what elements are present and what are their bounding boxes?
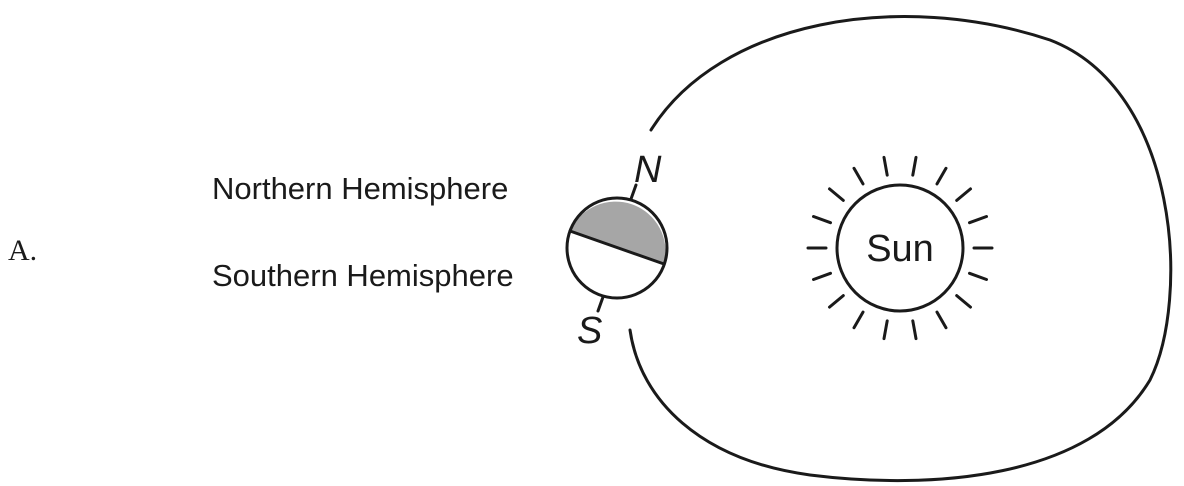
sun-ray <box>935 310 948 330</box>
south-pole-label: S <box>577 310 602 352</box>
earth-outline <box>565 196 669 300</box>
sun-ray <box>911 319 918 341</box>
orbit-path <box>628 15 1173 483</box>
sun-ray <box>812 215 832 225</box>
equator-line <box>568 229 666 266</box>
north-pole-label: N <box>634 149 662 191</box>
sun-ray <box>882 155 889 177</box>
sun-ray <box>828 187 845 202</box>
sun-ray <box>935 166 948 186</box>
sun-ray <box>955 294 972 309</box>
sun-ray <box>852 310 865 330</box>
sun-ray <box>968 215 988 225</box>
sun-ray <box>812 271 832 281</box>
sun-rays <box>806 155 994 341</box>
south-axis-stub <box>596 295 605 313</box>
sun-ray <box>911 155 918 177</box>
sun-icon <box>806 155 994 341</box>
sun-ray <box>828 294 845 309</box>
option-label: A. <box>8 234 37 267</box>
southern-hemisphere-label: Southern Hemisphere <box>212 258 514 293</box>
northern-hemisphere-shading <box>570 201 666 264</box>
sun-ray <box>955 187 972 202</box>
southern-hemisphere-shading <box>568 231 664 294</box>
earth-icon <box>565 183 669 313</box>
sun-disc <box>835 183 965 313</box>
sun-ray <box>882 319 889 341</box>
northern-hemisphere-label: Northern Hemisphere <box>212 171 508 206</box>
sun-ray <box>968 271 988 281</box>
sun-label: Sun <box>866 228 934 270</box>
sun-ray <box>852 166 865 186</box>
north-axis-stub <box>629 183 638 201</box>
